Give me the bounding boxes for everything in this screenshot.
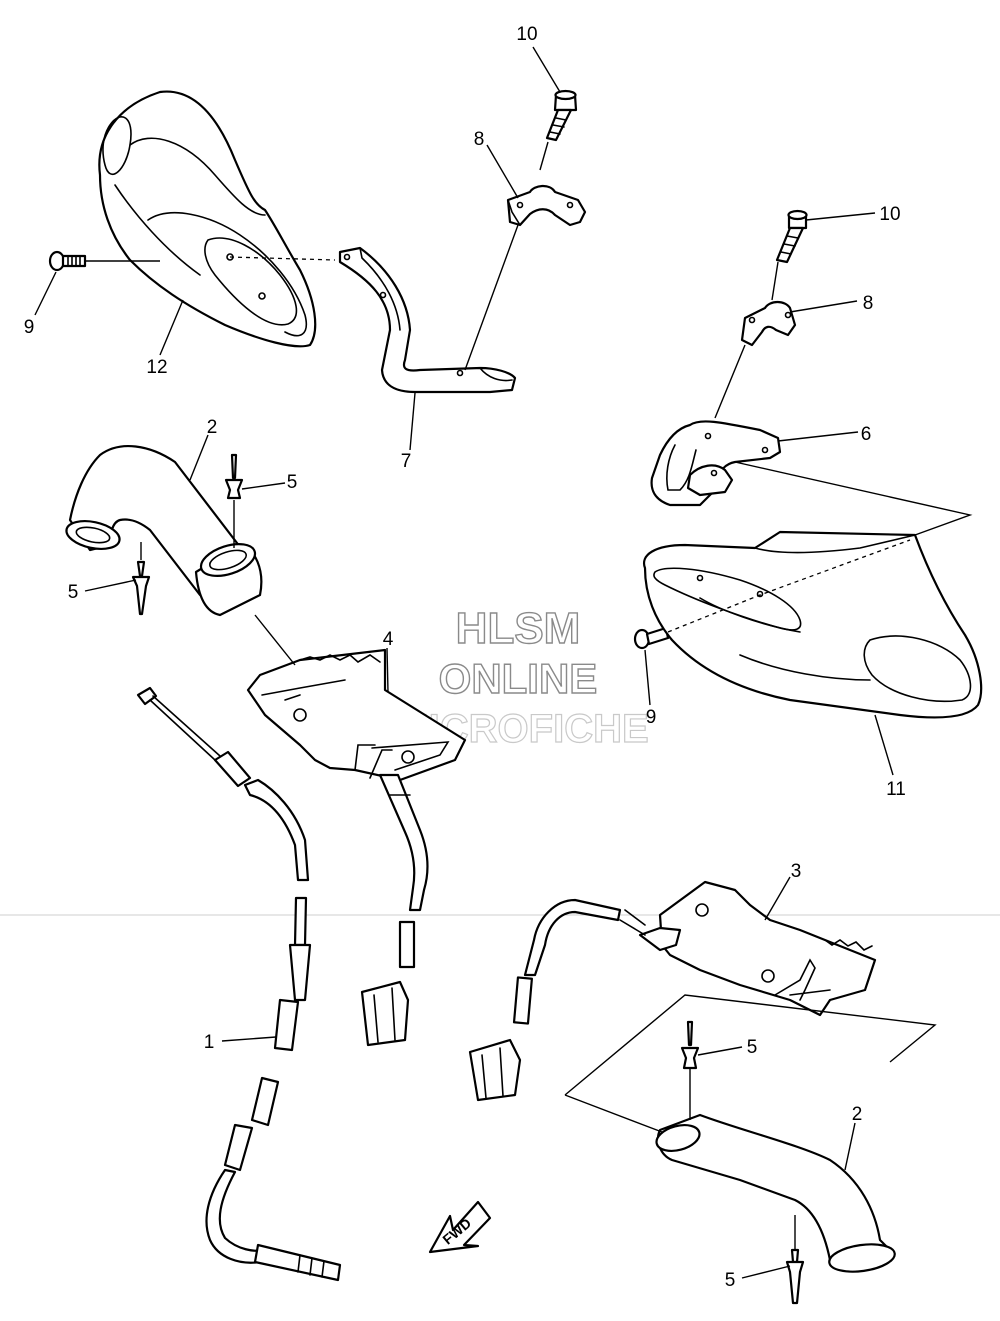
callout-10-right: 10: [879, 204, 900, 225]
callout-8-top: 8: [474, 129, 485, 150]
callout-8-right: 8: [863, 293, 874, 314]
watermark-line-1: HLSM: [456, 604, 581, 653]
part-9-screw-left[interactable]: [48, 250, 87, 272]
part-6-bracket-right[interactable]: [650, 420, 782, 507]
part-9-screw-right[interactable]: [633, 626, 670, 650]
callout-3: 3: [791, 861, 802, 882]
part-8-clamp-right[interactable]: [740, 300, 797, 347]
callout-9-left: 9: [24, 317, 35, 338]
callout-11: 11: [886, 779, 906, 800]
callout-5-a: 5: [287, 472, 298, 493]
part-10-bolt-top[interactable]: [545, 89, 578, 142]
part-3-heater-pad-right[interactable]: [468, 880, 877, 1102]
part-12-hand-guard-left[interactable]: [98, 90, 317, 348]
callout-numbers: 10 8 10 8 6 9 12 7 2 5 5 4 9 11 3 1 5 2 …: [24, 24, 906, 1291]
part-5-rivet-b[interactable]: [131, 560, 151, 616]
callout-5-b: 5: [68, 582, 79, 603]
part-10-bolt-right[interactable]: [775, 209, 808, 264]
fwd-arrow-icon: FWD: [428, 1200, 492, 1254]
part-7-bracket-left[interactable]: [338, 246, 517, 394]
callout-2-left: 2: [207, 417, 218, 438]
callout-4: 4: [383, 629, 394, 650]
callout-9-right: 9: [646, 707, 657, 728]
callout-7: 7: [401, 451, 412, 472]
part-11-hand-guard-right[interactable]: [642, 530, 983, 719]
assembly-lines: [85, 141, 973, 1250]
part-8-clamp-top[interactable]: [506, 184, 587, 227]
part-4-heater-pad-left[interactable]: [246, 648, 467, 1047]
watermark-line-2: ONLINE: [439, 655, 598, 702]
callout-5-d: 5: [725, 1270, 736, 1291]
part-5-rivet-a[interactable]: [224, 453, 244, 500]
callout-1: 1: [204, 1032, 215, 1053]
part-5-rivet-d[interactable]: [785, 1248, 805, 1305]
callout-12: 12: [146, 357, 167, 378]
part-2-grip-tube-right[interactable]: [654, 1113, 897, 1275]
part-5-rivet-c[interactable]: [680, 1020, 700, 1070]
callout-10-top: 10: [516, 24, 537, 45]
callout-5-c: 5: [747, 1037, 758, 1058]
callout-2-right: 2: [852, 1104, 863, 1125]
callout-leaders: [34, 46, 894, 1279]
part-1-sensor-cable[interactable]: [136, 686, 342, 1282]
callout-6: 6: [861, 424, 872, 445]
part-2-grip-tube-left[interactable]: [64, 444, 263, 617]
